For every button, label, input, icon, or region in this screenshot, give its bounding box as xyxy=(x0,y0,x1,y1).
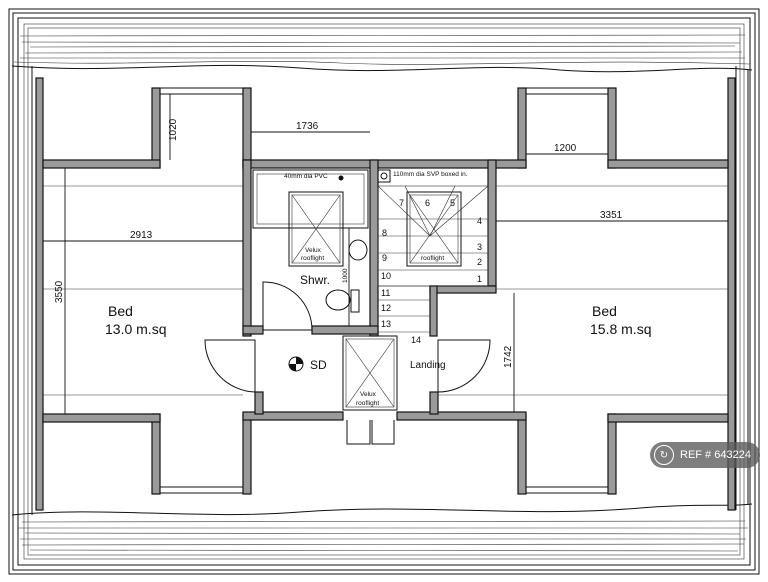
reference-text: REF # 643224 xyxy=(680,449,751,461)
room-label-bed-left: Bed xyxy=(108,303,133,319)
room-label-landing: Landing xyxy=(410,360,446,371)
stair-number: 10 xyxy=(381,271,391,281)
note-pvc: 40mm dia PVC xyxy=(284,173,328,180)
rooflight-label-2: rooflight xyxy=(421,255,444,262)
velux-label-3: Velux xyxy=(360,391,377,398)
room-label-bed-right: Bed xyxy=(592,303,617,319)
smoke-detector-label: SD xyxy=(310,358,327,372)
stair-number: 5 xyxy=(450,198,455,208)
walls xyxy=(35,77,736,511)
dimension-1020: 1020 xyxy=(168,118,179,141)
dimension-lines xyxy=(43,94,728,414)
doors xyxy=(204,281,491,445)
stair-number: 13 xyxy=(381,319,391,329)
shower-fittings xyxy=(252,169,391,313)
dimension-1200: 1200 xyxy=(554,143,577,154)
drawing-border xyxy=(8,8,760,575)
stair-number: 3 xyxy=(477,242,482,252)
stair-number: 2 xyxy=(477,257,482,267)
stair-number: 1 xyxy=(477,274,482,284)
room-label-shower: Shwr. xyxy=(300,273,330,287)
rooflight-label-1: rooflight xyxy=(301,255,324,262)
smoke-detector-symbol xyxy=(288,356,304,372)
stair-number: 9 xyxy=(382,253,387,263)
stair-number: 12 xyxy=(381,303,391,313)
stair-number: 4 xyxy=(477,216,482,226)
stair-number: 6 xyxy=(425,198,430,208)
note-svp: 110mm dia SVP boxed in. xyxy=(393,171,468,178)
dimension-1742: 1742 xyxy=(503,345,514,368)
dimension-2913: 2913 xyxy=(130,230,153,241)
stair-number: 11 xyxy=(381,288,390,298)
rooflight-label-3: rooflight xyxy=(356,400,379,407)
room-area-bed-left: 13.0 m.sq xyxy=(105,321,166,337)
dimension-3550: 3550 xyxy=(54,280,65,303)
reference-badge: ↻ REF # 643224 xyxy=(650,442,760,468)
dimension-3351: 3351 xyxy=(600,210,623,221)
dimension-1736: 1736 xyxy=(296,121,319,132)
staircase xyxy=(377,185,489,333)
stair-number: 8 xyxy=(382,228,387,238)
room-area-bed-right: 15.8 m.sq xyxy=(590,321,651,337)
velux-label-1: Velux xyxy=(305,247,322,254)
stair-number: 14 xyxy=(411,335,421,345)
velux-rooflights xyxy=(288,191,462,411)
eaves-lines xyxy=(43,185,728,396)
dimension-1000: 1000 xyxy=(342,268,349,283)
refresh-icon: ↻ xyxy=(654,445,674,465)
stair-number: 7 xyxy=(399,198,404,208)
